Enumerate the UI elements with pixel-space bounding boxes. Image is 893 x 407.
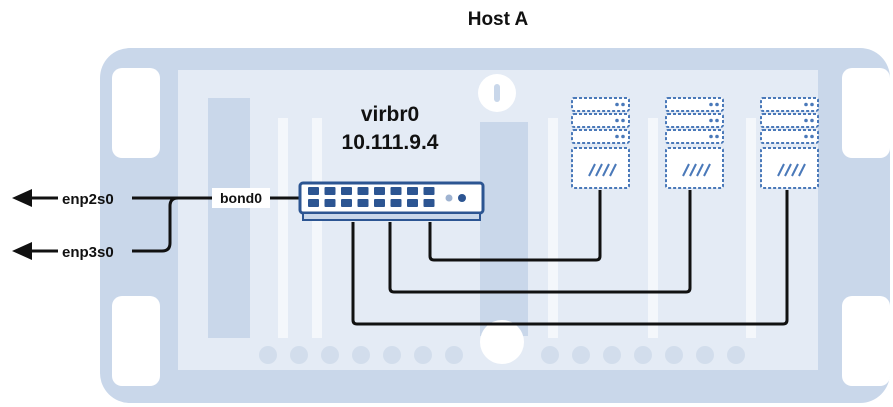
switch-port xyxy=(407,187,418,195)
server-icon xyxy=(760,97,819,189)
switch-port xyxy=(407,199,418,207)
interface-label-enp2s0: enp2s0 xyxy=(62,191,114,208)
cable-vm-2 xyxy=(388,190,692,294)
switch-icon xyxy=(298,181,485,221)
switch-port xyxy=(324,187,336,195)
arrow-left-icon xyxy=(12,242,32,260)
switch-port xyxy=(390,187,402,195)
bridge-name: virbr0 xyxy=(361,103,419,126)
cable-vm-3 xyxy=(351,190,789,326)
interface-label-enp3s0: enp3s0 xyxy=(62,244,114,261)
bond-label: bond0 xyxy=(220,190,262,206)
host-title: Host A xyxy=(468,9,529,30)
switch-port xyxy=(374,187,385,195)
switch-port xyxy=(374,199,385,207)
bond-label-bg xyxy=(212,188,270,208)
arrow-left-icon xyxy=(12,189,32,207)
cable-vm-1 xyxy=(428,190,602,262)
switch-port xyxy=(308,199,319,207)
switch-port xyxy=(324,199,336,207)
cable-enp3s0 xyxy=(132,196,212,253)
switch-port xyxy=(308,187,319,195)
bridge-ip: 10.111.9.4 xyxy=(342,131,439,154)
cables xyxy=(30,190,789,326)
switch-port xyxy=(357,187,369,195)
switch-port xyxy=(390,199,402,207)
server-icon xyxy=(571,97,630,189)
switch-port xyxy=(357,199,369,207)
switch-port xyxy=(341,187,352,195)
switch-port xyxy=(423,199,435,207)
switch-port xyxy=(341,199,352,207)
switch-port xyxy=(423,187,435,195)
vm-servers xyxy=(571,97,819,189)
server-icon xyxy=(665,97,724,189)
